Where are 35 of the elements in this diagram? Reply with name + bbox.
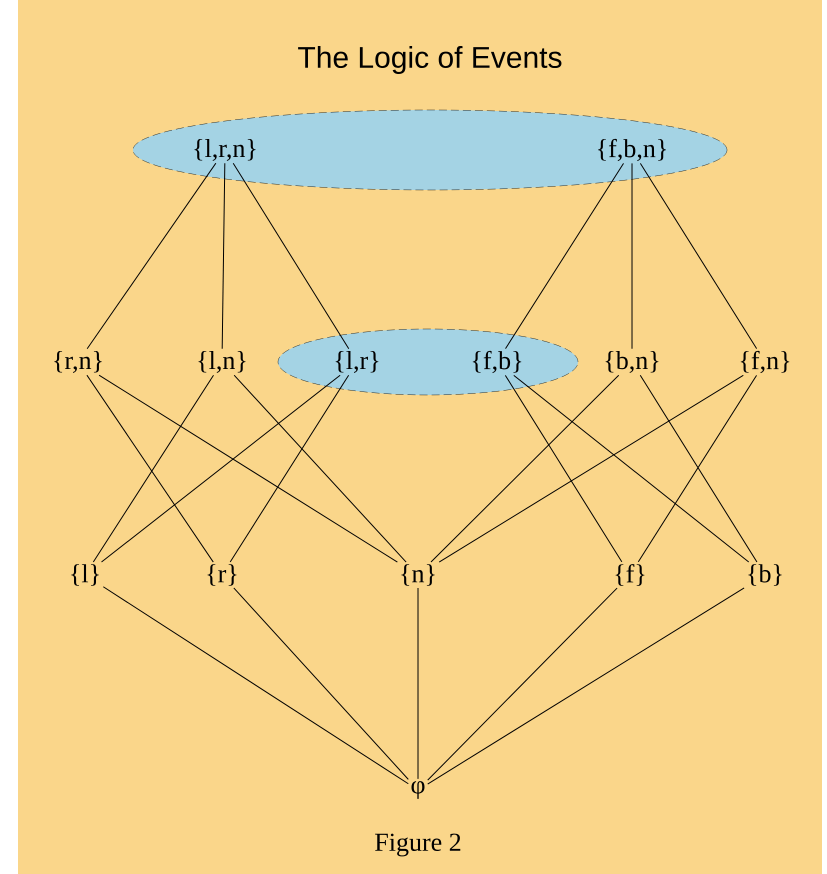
connector-line (98, 374, 398, 563)
title: The Logic of Events (298, 46, 562, 74)
set-label: {f} (616, 564, 644, 586)
connector-line (505, 162, 624, 350)
connector-line (230, 374, 350, 563)
group-ellipse (278, 328, 578, 396)
connector-line (232, 162, 350, 350)
connector-line (430, 374, 620, 563)
connector-line (86, 162, 216, 350)
connector-line (513, 374, 750, 563)
connector-line (427, 588, 618, 781)
set-label: {r} (208, 564, 236, 586)
group-ellipse (132, 110, 728, 190)
set-label: {f,b,n} (598, 138, 666, 162)
set-label: φ (412, 781, 424, 799)
set-label: {b,n} (606, 350, 658, 373)
set-label: {l,r,n} (194, 138, 256, 161)
connector-line (233, 587, 409, 780)
connector-line (102, 586, 409, 784)
set-label: {f,b} (472, 350, 522, 374)
connector-line (504, 374, 622, 562)
connector-line (222, 162, 226, 350)
connector-line (640, 162, 758, 350)
set-label: {b} (748, 564, 782, 586)
connector-line (427, 587, 745, 785)
connector-line (101, 374, 341, 563)
set-label: {l} (71, 564, 99, 586)
connector-line (438, 374, 744, 563)
set-label: {l,n} (198, 350, 246, 373)
caption: Figure 2 (375, 834, 460, 856)
set-label: {l,r} (336, 350, 378, 373)
set-label: {n} (401, 564, 435, 586)
set-label: {r,n} (54, 350, 102, 373)
set-label: {f,n} (740, 350, 790, 374)
connector-line (234, 374, 407, 563)
